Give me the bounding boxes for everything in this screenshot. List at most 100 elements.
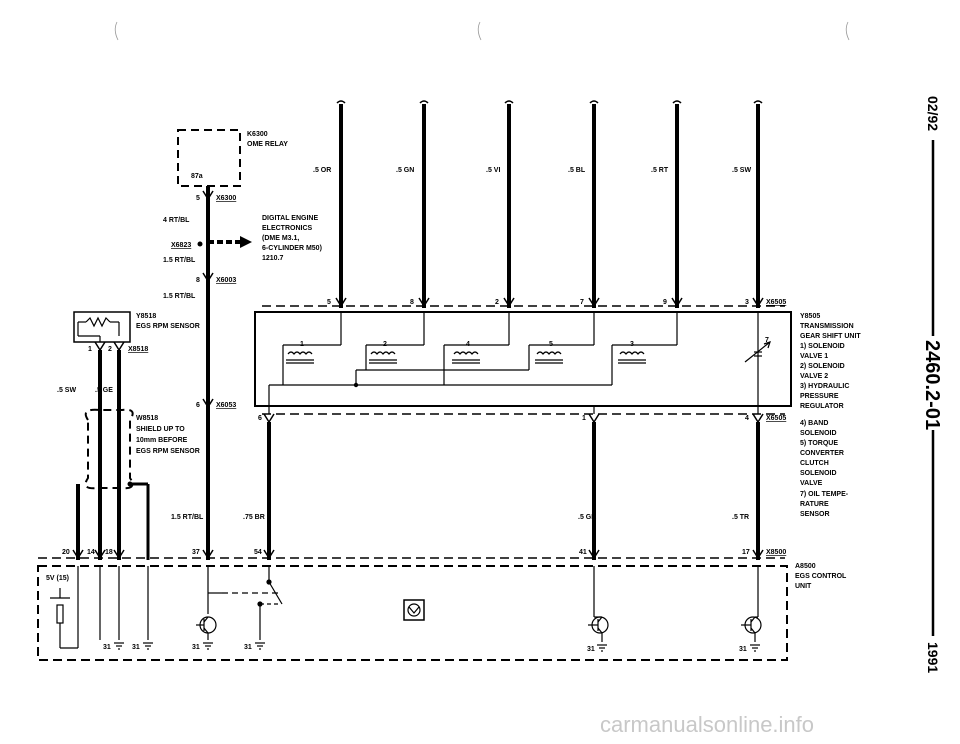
pin-x6505-top-4: 9: [663, 299, 667, 306]
pin-x6300: 5: [196, 195, 200, 202]
wire-top-1: .5 GN: [396, 167, 414, 174]
wire-4rtbl: 4 RT/BL: [163, 217, 190, 224]
ground-label-0: 31: [103, 644, 111, 651]
svg-text:(DME M3.1,: (DME M3.1,: [262, 235, 299, 242]
pin-x6505-top-0: 5: [327, 299, 331, 306]
connector-x6823: X6823: [171, 242, 191, 249]
shield-outline: [84, 408, 134, 490]
wire-tr-label: .5 TR: [732, 514, 749, 521]
svg-text:5) TORQUE: 5) TORQUE: [800, 440, 838, 447]
side-date: 02/92: [925, 96, 941, 131]
connector-x6505-bottom: X6505: [766, 415, 786, 422]
wire-br-label: .75 BR: [243, 514, 265, 521]
side-year: 1991: [925, 642, 941, 673]
rpm-sensor-box: [73, 311, 131, 343]
svg-text:CLUTCH: CLUTCH: [800, 460, 829, 467]
pin-x6053: 6: [196, 402, 200, 409]
svg-text:10mm BEFORE: 10mm BEFORE: [136, 437, 188, 444]
svg-text:GEAR SHIFT UNIT: GEAR SHIFT UNIT: [800, 333, 861, 340]
rpm-sensor-coil-icon: [85, 316, 111, 328]
svg-text:TRANSMISSION: TRANSMISSION: [800, 323, 854, 330]
watermark: carmanualsonline.info: [600, 712, 814, 737]
svg-text:1210.7: 1210.7: [262, 255, 284, 262]
splice-dot: [197, 241, 203, 247]
svg-text:PRESSURE: PRESSURE: [800, 393, 839, 400]
connector-x8518: X8518: [128, 346, 148, 353]
svg-text:DIGITAL ENGINE: DIGITAL ENGINE: [262, 215, 318, 222]
pin-x8518-1: 1: [88, 346, 92, 353]
pin-x8500-0: 20: [62, 549, 70, 556]
top-wires: [336, 100, 763, 308]
wire-top-4: .5 RT: [651, 167, 669, 174]
svg-text:1) SOLENOID: 1) SOLENOID: [800, 343, 845, 350]
solenoid-label-2: 4: [466, 341, 470, 348]
wire-top-0: .5 OR: [313, 167, 331, 174]
solenoid-label-0: 1: [300, 341, 304, 348]
svg-text:CONVERTER: CONVERTER: [800, 450, 844, 457]
ground-label-1: 31: [132, 644, 140, 651]
pin-x8500-4: 54: [254, 549, 262, 556]
solenoid-coils: [286, 351, 646, 364]
wire-gr-label: .5 GR: [578, 514, 596, 521]
transmission-legend: Y8505 TRANSMISSION GEAR SHIFT UNIT 1) SO…: [800, 313, 861, 518]
pin-x6505-top-5: 3: [745, 299, 749, 306]
svg-text:SHIELD UP TO: SHIELD UP TO: [136, 426, 185, 433]
connector-x6053: X6053: [216, 402, 236, 409]
page-reference-strip: 02/92 2460.2-01 1991: [921, 96, 943, 673]
ground-symbols: [114, 642, 760, 652]
junction-dot: [353, 382, 359, 388]
svg-text:SOLENOID: SOLENOID: [800, 470, 837, 477]
connector-arrow: [202, 190, 214, 201]
svg-text:EGS RPM SENSOR: EGS RPM SENSOR: [136, 448, 200, 455]
svg-text:Y8505: Y8505: [800, 313, 820, 320]
transmission-unit-box: [254, 311, 792, 407]
solenoid-label-1: 2: [383, 341, 387, 348]
connector-x6505-top: X6505: [766, 299, 786, 306]
svg-text:W8518: W8518: [136, 415, 158, 422]
connector-x6003: X6003: [216, 277, 236, 284]
ground-label-2: 31: [192, 644, 200, 651]
egs-control-unit-box: [37, 565, 788, 661]
ecu-name-2: UNIT: [795, 583, 812, 590]
shield-label: W8518 SHIELD UP TO 10mm BEFORE EGS RPM S…: [136, 415, 200, 455]
relay-pin: 87a: [191, 173, 203, 180]
svg-text:REGULATOR: REGULATOR: [800, 403, 844, 410]
svg-text:SENSOR: SENSOR: [800, 511, 830, 518]
ecu-id: A8500: [795, 563, 816, 570]
pin-x8500-1: 14: [87, 549, 95, 556]
ecu-internal-wiring: [50, 566, 762, 649]
wire-top-2: .5 VI: [486, 167, 500, 174]
svg-text:2) SOLENOID: 2) SOLENOID: [800, 363, 845, 370]
wire-15rtbl-b: 1.5 RT/BL: [163, 293, 196, 300]
pin-x8500-3: 37: [192, 549, 200, 556]
wire-15rtbl-c: 1.5 RT/BL: [171, 514, 204, 521]
pin-x6003: 8: [196, 277, 200, 284]
svg-text:6-CYLINDER M50): 6-CYLINDER M50): [262, 245, 322, 252]
solenoid-label-4: 3: [630, 341, 634, 348]
pin-x6505-top-3: 7: [580, 299, 584, 306]
pin-x6505-top-2: 2: [495, 299, 499, 306]
rpm-sensor-id: Y8518: [136, 313, 156, 320]
pin-x6505-bot-0: 6: [258, 415, 262, 422]
wire-top-5: .5 SW: [732, 167, 751, 174]
svg-text:RATURE: RATURE: [800, 501, 829, 508]
scan-mark: [477, 21, 482, 41]
x6505-top-arrows: [335, 297, 764, 308]
pin-x8500-6: 17: [742, 549, 750, 556]
svg-text:SOLENOID: SOLENOID: [800, 430, 837, 437]
wire-15rtbl-a: 1.5 RT/BL: [163, 257, 196, 264]
wire-ge-label: .5 GE: [95, 387, 113, 394]
pin-x6505-top-1: 8: [410, 299, 414, 306]
side-page: 2460.2-01: [921, 340, 943, 430]
scan-mark: [114, 21, 119, 41]
pin-x6505-bot-2: 4: [745, 415, 749, 422]
svg-text:7) OIL TEMPE-: 7) OIL TEMPE-: [800, 491, 849, 498]
component-reference-icon: [403, 599, 425, 621]
oil-temp-sensor-label: 7: [765, 337, 769, 344]
wire-sw-label: .5 SW: [57, 387, 76, 394]
ecu-name-1: EGS CONTROL: [795, 573, 847, 580]
connector-x8500: X8500: [766, 549, 786, 556]
ground-label-4: 31: [587, 646, 595, 653]
svg-text:ELECTRONICS: ELECTRONICS: [262, 225, 313, 232]
